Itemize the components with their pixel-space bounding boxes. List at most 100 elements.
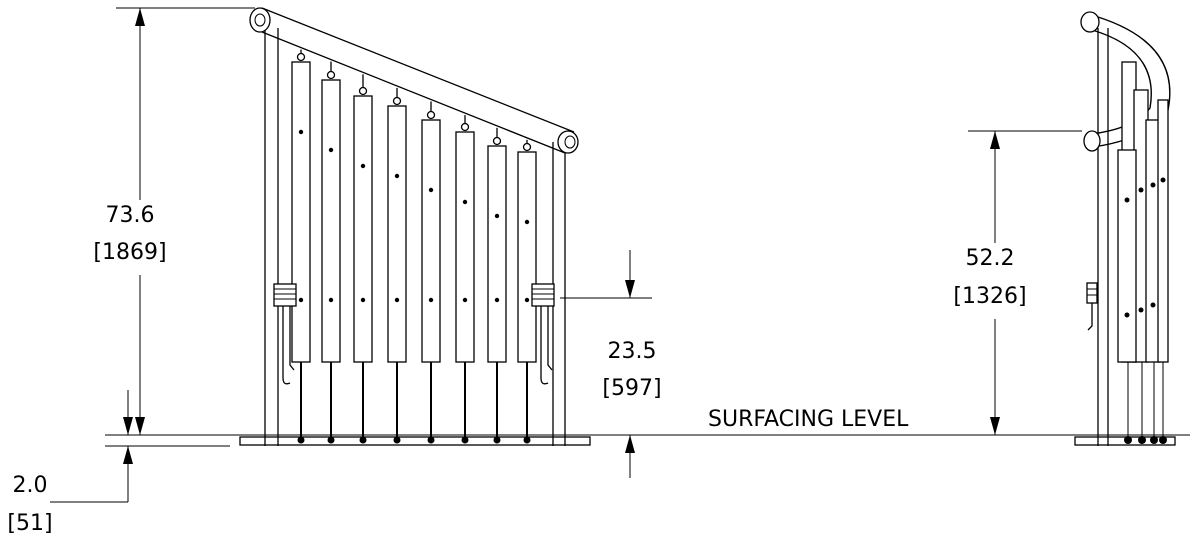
right-handle-cord-2	[547, 306, 553, 371]
surfacing-level-label: SURFACING LEVEL	[708, 407, 909, 432]
dimension-below-surface: 2.0 [51]	[7, 390, 133, 536]
chime-foot	[297, 436, 305, 444]
chime-foot	[493, 436, 501, 444]
dimension-overall-height: 73.6 [1869]	[93, 7, 255, 435]
chime-bolt	[298, 297, 304, 303]
side-arrow-top	[990, 131, 1000, 149]
side-height-value: 52.2	[966, 246, 1015, 271]
chime-hanger-knot	[492, 136, 502, 146]
chime-bars	[291, 49, 537, 444]
side-bolt-6	[1150, 302, 1156, 308]
side-bolt-5	[1150, 182, 1156, 188]
rail-right-cap	[557, 130, 579, 154]
right-handle-cord	[540, 306, 549, 385]
side-bolt-3	[1138, 187, 1144, 193]
handle-height-metric: [597]	[602, 376, 661, 401]
dimension-handle-height: 23.5 [597]	[560, 250, 662, 478]
chime-bar	[421, 119, 441, 363]
chime-foot	[393, 436, 401, 444]
side-foot-3	[1150, 436, 1158, 444]
chime-bar	[455, 131, 475, 363]
chime-bolt	[428, 297, 434, 303]
chime-hanger-knot	[522, 142, 532, 152]
chime-hanger-knot	[426, 110, 436, 120]
rail-left-cap	[249, 7, 271, 33]
chime-hanger-knot	[296, 52, 306, 62]
side-bolt-2	[1124, 312, 1130, 318]
overall-label-bg	[96, 200, 186, 275]
right-handle-clamp	[531, 283, 555, 307]
front-base-plate	[239, 436, 591, 446]
overall-height-metric: [1869]	[93, 240, 166, 265]
chime-bolt	[462, 297, 468, 303]
handle-height-value: 23.5	[608, 339, 657, 364]
side-chime-5	[1117, 149, 1137, 363]
side-bolt-4	[1138, 307, 1144, 313]
rail-right-cap-inner	[564, 135, 576, 149]
handle-arrow-bottom	[625, 435, 635, 453]
chime-foot	[327, 436, 335, 444]
chime-bolt	[328, 147, 334, 153]
overall-height-value: 73.6	[106, 203, 155, 228]
left-handle-cord	[282, 306, 291, 385]
chime-hanger-knot	[358, 86, 368, 96]
front-top-rail	[249, 7, 579, 154]
chime-bar	[291, 61, 311, 363]
side-rail-top-cap	[1080, 11, 1100, 33]
chime-foot	[359, 436, 367, 444]
side-rail-bottom-cap	[1083, 130, 1101, 152]
chime-bolt	[494, 213, 500, 219]
chime-bolt	[494, 297, 500, 303]
rail-left-cap-inner	[254, 13, 266, 27]
left-handle-cord-2	[289, 306, 295, 371]
below-arrow-top	[123, 417, 133, 435]
side-arrow-bottom	[990, 417, 1000, 435]
chime-bar	[321, 79, 341, 363]
chime-foot	[523, 436, 531, 444]
side-bolt-1	[1124, 197, 1130, 203]
side-foot-2	[1138, 436, 1146, 444]
chime-bar	[387, 105, 407, 363]
left-handle-clamp	[273, 283, 297, 307]
side-view	[1074, 11, 1176, 446]
chime-bolt	[328, 297, 334, 303]
chime-hanger-knot	[392, 96, 402, 106]
chime-bolt	[524, 219, 530, 225]
dimension-side-height: 52.2 [1326]	[952, 130, 1082, 435]
handle-arrow-top	[625, 280, 635, 298]
rail-bottom-edge	[261, 31, 566, 154]
side-curved-rail-inner	[1091, 29, 1152, 135]
rail-top-edge	[261, 7, 575, 133]
chime-bar	[517, 151, 537, 363]
front-view	[239, 7, 591, 446]
side-handle-cord	[1087, 303, 1093, 331]
chime-bolt	[462, 199, 468, 205]
below-surface-metric: [51]	[7, 511, 52, 536]
chime-bolt	[394, 173, 400, 179]
below-surface-value: 2.0	[13, 473, 48, 498]
chime-foot	[427, 436, 435, 444]
chime-bolt	[360, 297, 366, 303]
chime-hanger-knot	[460, 122, 470, 132]
below-arrow-bottom	[123, 446, 133, 464]
side-foot-4	[1159, 436, 1167, 444]
chime-bolt	[298, 129, 304, 135]
overall-arrow-top	[135, 8, 145, 26]
chime-bolt	[428, 187, 434, 193]
front-left-handle	[273, 283, 297, 385]
side-bolt-7	[1160, 177, 1166, 183]
side-foot-1	[1124, 436, 1132, 444]
chime-bolt	[360, 163, 366, 169]
side-chime-4	[1157, 99, 1169, 363]
overall-arrow-bottom	[135, 417, 145, 435]
chime-bar	[353, 95, 373, 363]
chime-bolt	[524, 297, 530, 303]
side-handle-clamp	[1086, 282, 1098, 304]
chime-bar	[487, 145, 507, 363]
chime-foot	[461, 436, 469, 444]
side-label-bg	[952, 243, 1038, 319]
side-height-metric: [1326]	[953, 284, 1026, 309]
front-right-handle	[531, 283, 555, 385]
chime-hanger-knot	[326, 70, 336, 80]
